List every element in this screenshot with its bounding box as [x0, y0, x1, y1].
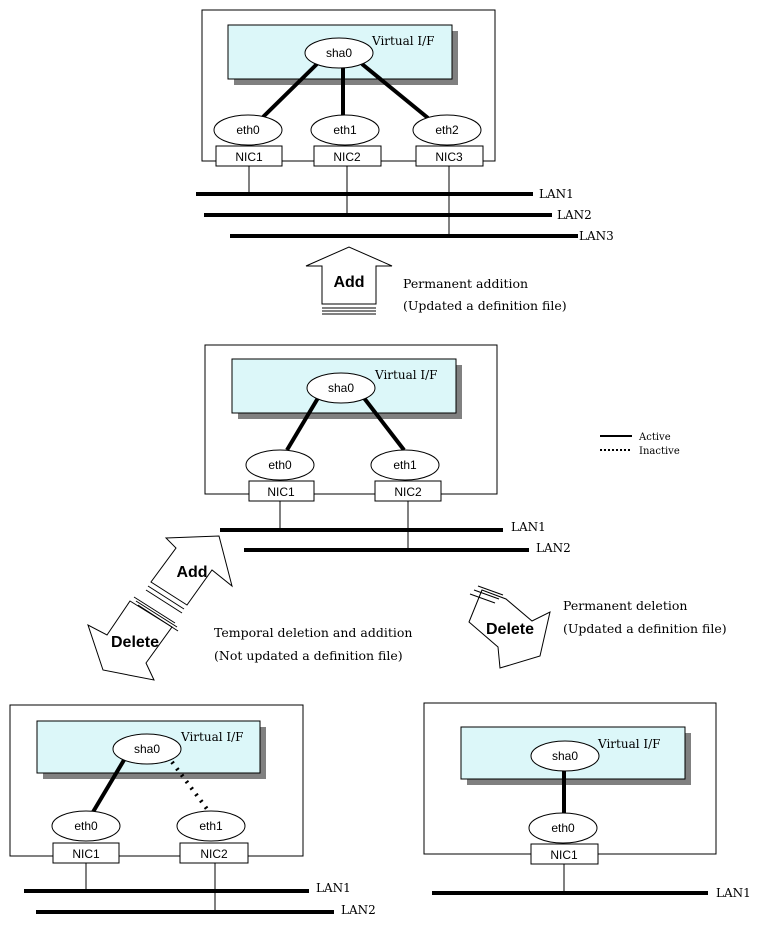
config-permanent-deletion: Virtual I/F sha0 eth0 NIC1 LAN1	[423, 702, 751, 900]
eth0-node	[51, 810, 121, 842]
sha0-label: sha0	[552, 749, 578, 763]
eth1-label: eth1	[393, 458, 417, 472]
bond-line-active	[360, 62, 430, 120]
lan1-label: LAN1	[539, 187, 574, 201]
lan3-label: LAN3	[579, 229, 614, 243]
virtual-if-label: Virtual I/F	[597, 737, 661, 751]
add-arrow-up: Add	[305, 246, 393, 315]
sha0-label: sha0	[328, 381, 354, 395]
lan2-label: LAN2	[341, 903, 376, 917]
nic1-label: NIC1	[550, 848, 578, 862]
permanent-deletion-subnote: (Updated a definition file)	[563, 621, 727, 636]
delete-arrow-diagonal: Delete	[87, 596, 179, 681]
config-temporal-deletion: Virtual I/F sha0 eth0 eth1 NIC1 NIC2 LAN…	[9, 704, 376, 917]
legend-active-label: Active	[638, 432, 671, 443]
eth1-node	[370, 449, 440, 481]
virtual-if-label: Virtual I/F	[374, 368, 438, 382]
permanent-addition-note: Permanent addition	[403, 276, 528, 291]
nic1-label: NIC1	[72, 847, 100, 861]
legend-inactive-label: Inactive	[639, 446, 680, 457]
add-arrow-diagonal: Add	[145, 535, 233, 614]
config-three-nics: Virtual I/F sha0 eth0 eth1 eth2 NIC1 NIC…	[196, 9, 614, 243]
nic1-label: NIC1	[235, 150, 263, 164]
lan1-label: LAN1	[511, 520, 546, 534]
eth0-label: eth0	[236, 123, 260, 137]
lan1-label: LAN1	[716, 886, 751, 900]
nic1-box	[248, 480, 315, 502]
permanent-deletion-note: Permanent deletion	[563, 598, 687, 613]
sha0-node	[306, 372, 376, 404]
sha0-label: sha0	[326, 46, 352, 60]
nic2-label: NIC2	[333, 150, 361, 164]
sha0-node	[304, 37, 374, 69]
eth0-label: eth0	[551, 821, 575, 835]
permanent-addition-subnote: (Updated a definition file)	[403, 298, 567, 313]
eth0-node	[213, 114, 283, 146]
bond-line-active	[91, 758, 126, 814]
eth0-node	[528, 812, 598, 844]
eth1-node	[176, 810, 246, 842]
eth0-label: eth0	[74, 819, 98, 833]
eth1-label: eth1	[199, 819, 223, 833]
temporal-subnote: (Not updated a definition file)	[214, 648, 403, 663]
bond-line-active	[362, 396, 406, 452]
lan2-label: LAN2	[557, 208, 592, 222]
lan2-label: LAN2	[536, 541, 571, 555]
bond-line-active	[261, 61, 320, 119]
nic2-label: NIC2	[394, 485, 422, 499]
temporal-note: Temporal deletion and addition	[214, 625, 412, 640]
sha0-node	[530, 740, 600, 772]
add-arrow-label: Add	[333, 274, 364, 291]
delete-arrow-permanent: Delete	[468, 585, 551, 669]
sha0-node	[112, 733, 182, 765]
eth1-node	[310, 114, 380, 146]
nic2-label: NIC2	[200, 847, 228, 861]
virtual-if-label: Virtual I/F	[371, 34, 435, 48]
legend: Active Inactive	[600, 432, 680, 457]
eth0-node	[245, 449, 315, 481]
sha0-label: sha0	[134, 742, 160, 756]
config-two-nics: Virtual I/F sha0 eth0 eth1 NIC1 NIC2 LAN…	[204, 344, 571, 555]
delete-arrow-label: Delete	[486, 621, 534, 638]
delete-arrow-label: Delete	[111, 634, 159, 651]
bond-line-active	[285, 396, 320, 452]
eth1-label: eth1	[333, 123, 357, 137]
lan1-label: LAN1	[316, 881, 351, 895]
eth2-node	[412, 114, 482, 146]
nic1-label: NIC1	[267, 485, 295, 499]
virtual-if-label: Virtual I/F	[180, 730, 244, 744]
eth0-label: eth0	[268, 458, 292, 472]
add-arrow-label: Add	[176, 564, 207, 581]
eth2-label: eth2	[435, 123, 459, 137]
nic3-label: NIC3	[435, 150, 463, 164]
nic2-box	[179, 842, 249, 864]
